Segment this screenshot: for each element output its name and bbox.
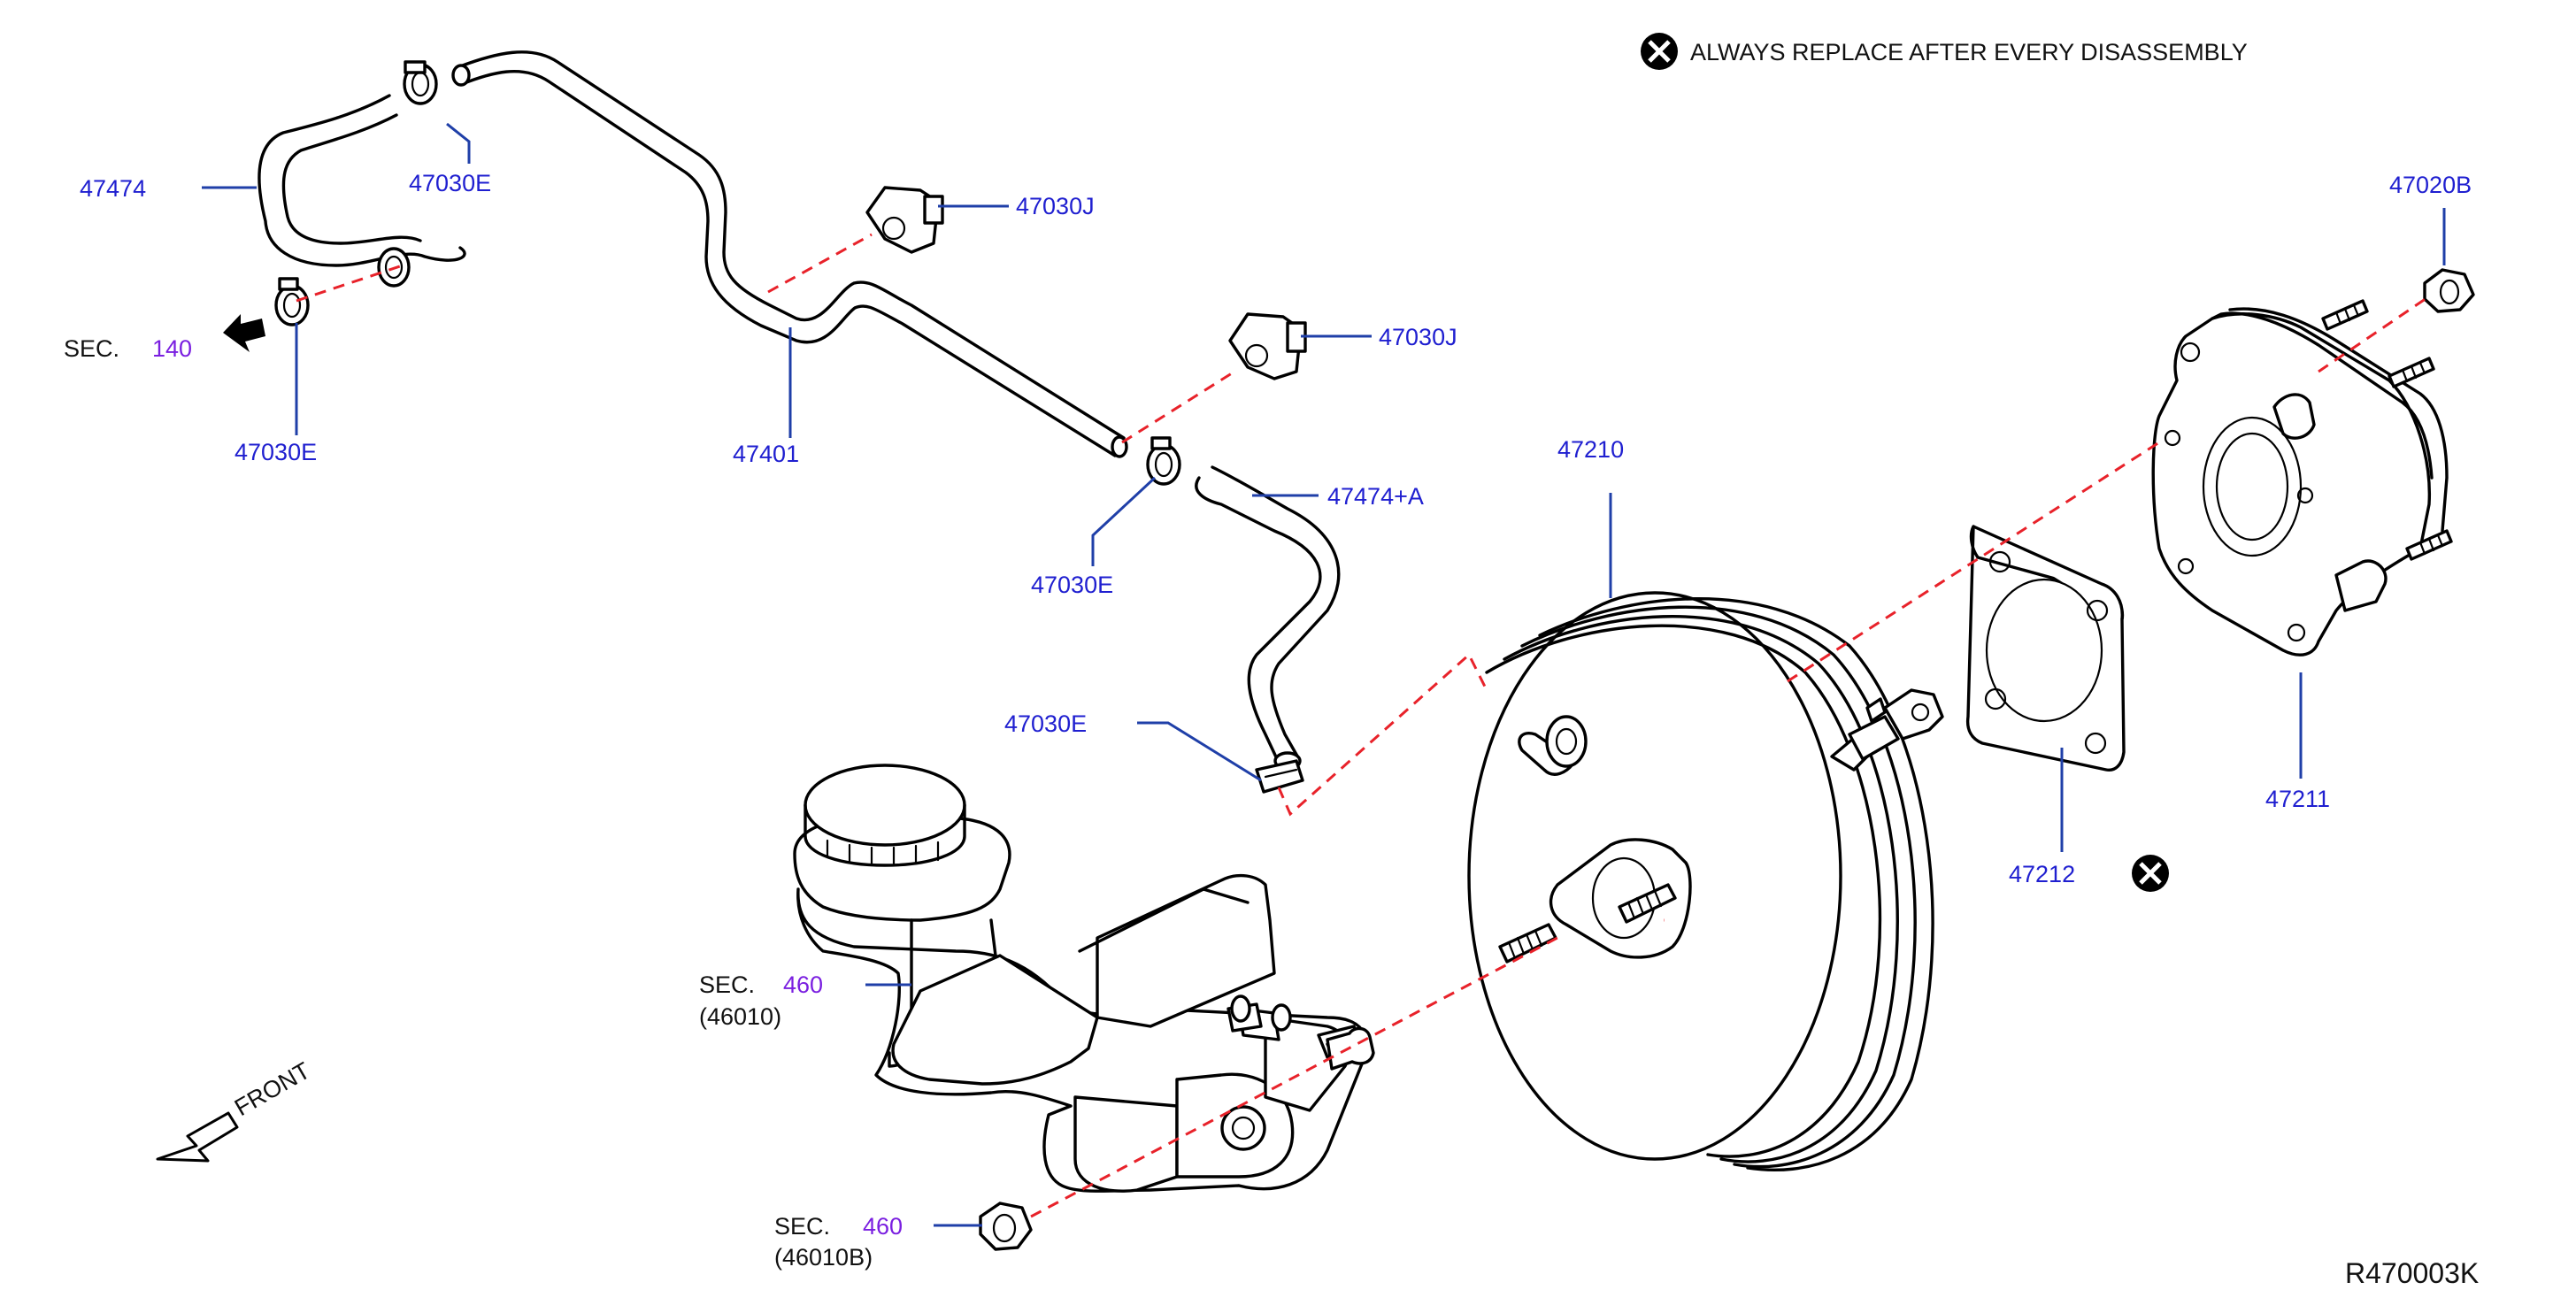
part-number-47401: 47401: [733, 441, 799, 467]
part-number-47474: 47474: [80, 175, 146, 202]
part-number-47030e-low: 47030E: [1004, 710, 1087, 737]
brake-booster-47210: [1467, 591, 1944, 1171]
part-number-47030j-b: 47030J: [1379, 324, 1457, 350]
part-number-47474-a: 47474+A: [1327, 483, 1424, 510]
bracket-stud-c: [2405, 529, 2453, 561]
section-ref-460-46010: SEC. 460 (46010): [699, 971, 823, 1030]
booster-stud-b: [1618, 883, 1677, 924]
section-ref-460-number: 460: [783, 971, 823, 998]
part-number-47030j-a: 47030J: [1016, 193, 1095, 219]
clamp-47030e-low: [1255, 759, 1304, 794]
nut-46010b: [979, 1202, 1033, 1251]
notice-text: ALWAYS REPLACE AFTER EVERY DISASSEMBLY: [1690, 39, 2248, 65]
nut-47020b: [2423, 268, 2475, 313]
section-ref-460-sub: (46010): [699, 1003, 781, 1030]
gasket-47212: [1965, 525, 2126, 772]
part-number-47030e-left: 47030E: [235, 439, 317, 465]
part-number-47211: 47211: [2265, 786, 2330, 812]
part-number-47030e-mid: 47030E: [1031, 572, 1113, 598]
x-circle-icon: [1641, 33, 1678, 70]
front-indicator: FRONT: [156, 1057, 315, 1163]
clamp-47030e-left: [274, 277, 310, 326]
master-cylinder-46010: [793, 764, 1375, 1193]
section-ref-460-label: SEC.: [699, 971, 755, 998]
sec-140-arrow-icon: [223, 314, 265, 352]
part-number-47210: 47210: [1557, 436, 1624, 463]
section-ref-460b-label: SEC.: [774, 1213, 830, 1240]
notice: ALWAYS REPLACE AFTER EVERY DISASSEMBLY: [1641, 33, 2248, 70]
part-number-47030e-top: 47030E: [409, 170, 491, 196]
bracket-stud-b: [2388, 357, 2435, 388]
section-ref-460b-number: 460: [863, 1213, 903, 1240]
x-circle-icon: [2132, 855, 2169, 892]
hose-47474-a: [1195, 465, 1341, 771]
bracket-stud-a: [2321, 299, 2369, 331]
leader-lines: [202, 122, 2446, 1227]
bracket-47211: [2151, 299, 2453, 656]
section-ref-140-label: SEC.: [64, 335, 119, 362]
section-ref-460b-sub: (46010B): [774, 1244, 873, 1271]
section-ref-140: SEC. 140: [64, 335, 192, 362]
section-ref-140-number: 140: [152, 335, 192, 362]
part-number-47212: 47212: [2009, 861, 2075, 887]
clip-47030j-a: [865, 186, 944, 254]
clamp-47030e-mid: [1146, 436, 1181, 486]
assembly-lines: [296, 233, 2430, 1218]
diagram-code: R470003K: [2345, 1257, 2479, 1289]
front-label: FRONT: [230, 1057, 315, 1121]
section-ref-460-46010b: SEC. 460 (46010B): [774, 1213, 903, 1271]
part-number-47020b: 47020B: [2389, 172, 2472, 198]
clip-47030j-b: [1228, 312, 1307, 380]
part-number-labels: 47474 47030E 47030E 47401 47030J 47030J …: [80, 170, 2472, 887]
clamp-47030e-top: [403, 60, 438, 105]
front-arrow-icon: [156, 1111, 239, 1163]
